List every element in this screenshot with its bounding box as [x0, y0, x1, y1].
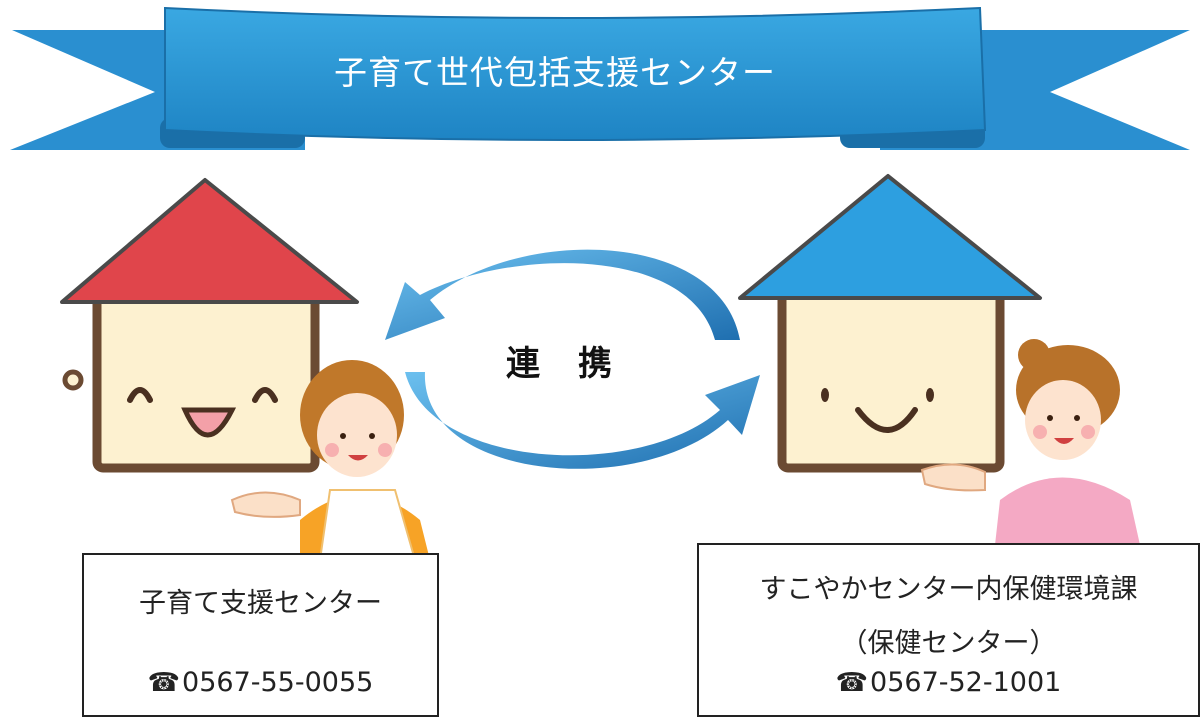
staff-right-mouth — [1054, 438, 1074, 444]
staff-left-mouth — [348, 455, 368, 461]
right-center-phone-line: ☎0567-52-1001 — [699, 667, 1198, 698]
staff-right-eye-right — [1074, 415, 1080, 421]
staff-left-apron — [318, 489, 417, 561]
right-center-box: すこやかセンター内保健環境課 （保健センター） ☎0567-52-1001 — [697, 543, 1200, 717]
house-right-roof — [738, 174, 1042, 300]
house-left-body — [92, 285, 320, 473]
staff-right-bun — [1018, 339, 1050, 371]
house-left-mouth — [181, 407, 237, 438]
house-right-mouth — [855, 407, 918, 433]
staff-right-cheek-left — [1033, 425, 1047, 439]
arrow-bottom — [405, 372, 760, 469]
staff-left-cheek-right — [378, 443, 392, 457]
right-center-sub: （保健センター） — [840, 628, 1057, 659]
staff-right-hand — [920, 463, 986, 492]
staff-woman-left — [230, 360, 430, 561]
staff-left-hand — [230, 491, 301, 518]
left-center-phone-line: ☎0567-55-0055 — [84, 667, 437, 698]
staff-left-face — [317, 393, 397, 477]
house-left-hand — [62, 369, 84, 391]
staff-woman-right — [920, 339, 1140, 545]
staff-right-cheek-right — [1081, 425, 1095, 439]
house-right-eye-left — [821, 388, 829, 402]
arrow-top — [385, 249, 740, 340]
left-center-phone: 0567-55-0055 — [182, 667, 374, 698]
house-right-eye-right — [926, 388, 934, 402]
ribbon-banner — [10, 6, 1190, 150]
right-center-name: すこやかセンター内保健環境課 — [759, 574, 1138, 605]
cooperation-cycle — [385, 249, 760, 469]
staff-left-cheek-left — [325, 443, 339, 457]
left-center-name: 子育て支援センター — [139, 588, 382, 619]
right-center-phone: 0567-52-1001 — [870, 667, 1062, 698]
staff-right-eye-left — [1047, 415, 1053, 421]
house-left-eye-right — [252, 387, 278, 403]
telephone-icon: ☎ — [835, 668, 869, 698]
cooperation-label: 連 携 — [506, 343, 614, 384]
staff-right-body — [995, 477, 1140, 545]
ribbon-body — [164, 6, 987, 141]
house-left-roof — [60, 178, 359, 304]
house-right — [738, 174, 1042, 473]
staff-right-face — [1025, 380, 1101, 460]
staff-left-eye-left — [340, 433, 346, 439]
banner-title: 子育て世代包括支援センター — [334, 53, 776, 92]
house-right-body — [777, 283, 1005, 473]
telephone-icon: ☎ — [147, 668, 181, 698]
staff-left-eye-right — [369, 433, 375, 439]
left-center-box: 子育て支援センター ☎0567-55-0055 — [82, 553, 439, 717]
house-left-eye-left — [127, 387, 153, 403]
